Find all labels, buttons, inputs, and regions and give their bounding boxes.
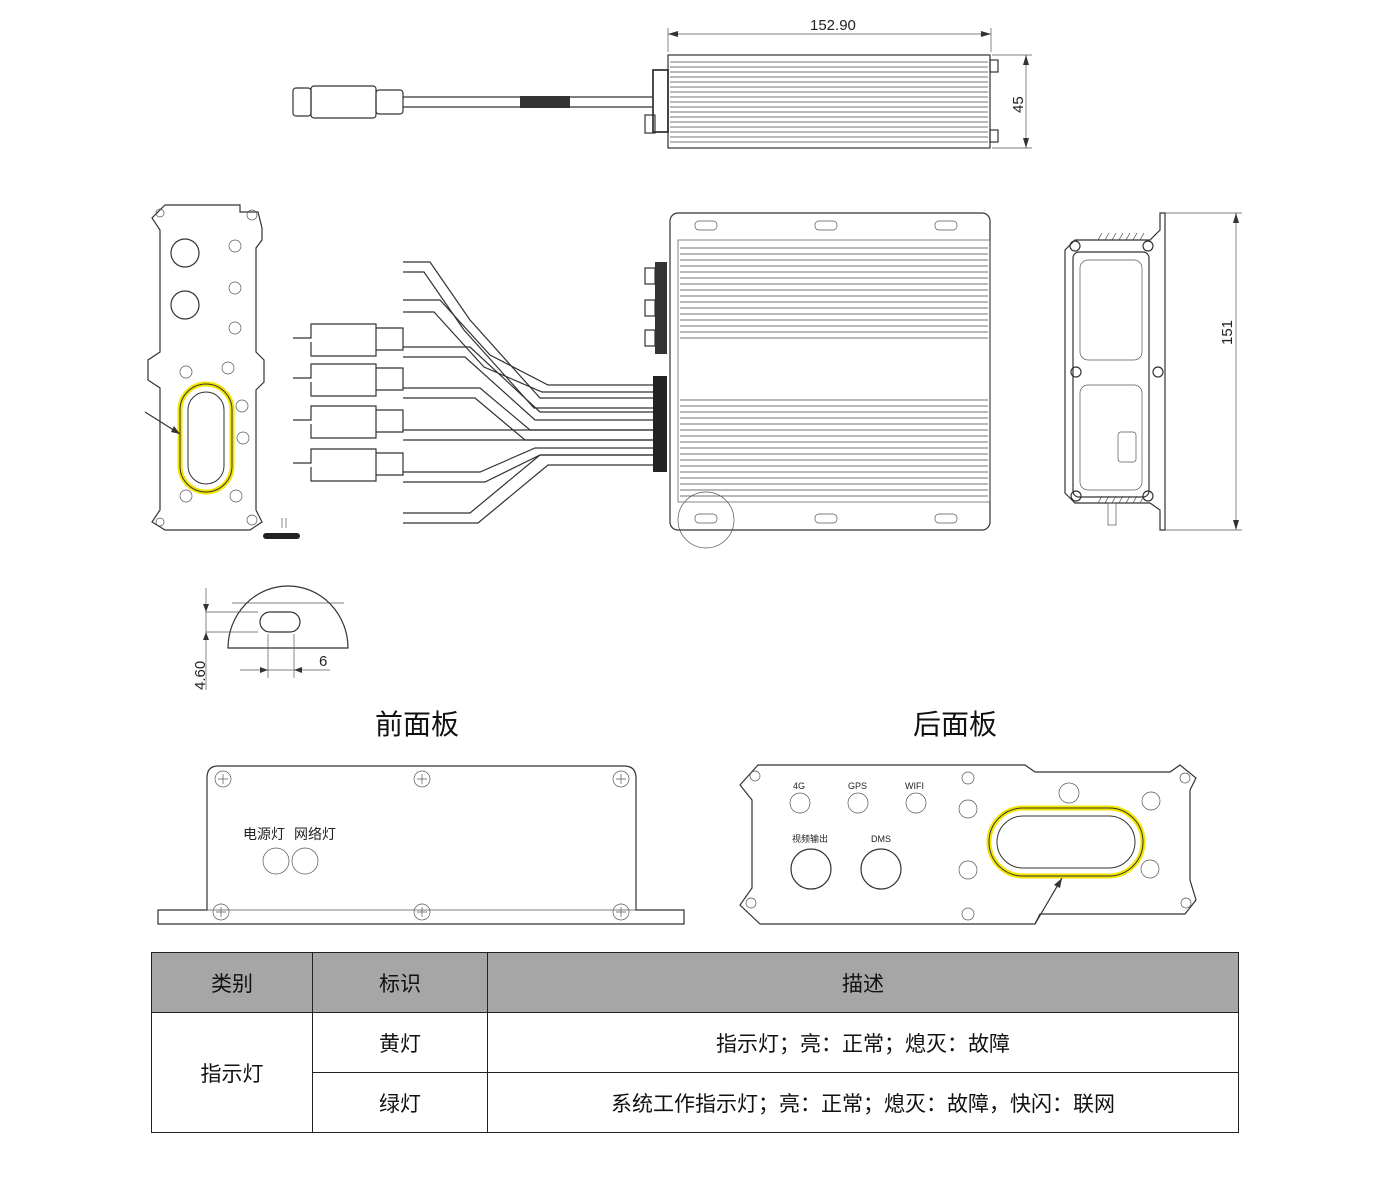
table-header-row: 类别 标识 描述 <box>151 952 1239 1013</box>
technical-drawing: 152.90 45 <box>144 17 1242 925</box>
indicator-table: 类别 标识 描述 指示灯 黄灯 指示灯；亮：正常；熄灭：故障 绿灯 系统工作指示… <box>151 952 1239 1133</box>
network-light-label: 网络灯 <box>294 827 336 843</box>
right-end-view: 151 <box>1064 212 1242 531</box>
header-description: 描述 <box>487 952 1239 1013</box>
length-dimension: 152.90 <box>810 17 856 34</box>
rear-panel: 4G GPS WIFI 视频输出 DMS <box>739 764 1197 925</box>
left-end-view <box>144 204 300 539</box>
label-cell: 绿灯 <box>312 1072 488 1133</box>
description-cell: 系统工作指示灯；亮：正常；熄灭：故障，快闪：联网 <box>487 1072 1239 1133</box>
port-wifi-label: WIFI <box>905 781 924 791</box>
slot-height-dimension: 4.60 <box>192 661 209 690</box>
plan-view <box>293 212 991 549</box>
port-video-out-label: 视频输出 <box>792 833 828 844</box>
table-row: 指示灯 黄灯 指示灯；亮：正常；熄灭：故障 <box>151 1012 1239 1133</box>
power-light-label: 电源灯 <box>243 827 285 843</box>
front-panel: 电源灯 网络灯 <box>157 765 685 925</box>
height-dimension: 45 <box>1010 96 1027 113</box>
header-category: 类别 <box>151 952 313 1013</box>
port-4g-label: 4G <box>793 781 805 791</box>
table-row: 绿灯 系统工作指示灯；亮：正常；熄灭：故障，快闪：联网 <box>152 1072 1239 1133</box>
slot-detail-view: 4.60 6 <box>192 585 349 690</box>
category-cell: 指示灯 <box>151 1012 313 1133</box>
label-cell: 黄灯 <box>312 1012 488 1073</box>
header-label: 标识 <box>312 952 488 1013</box>
port-gps-label: GPS <box>848 781 867 791</box>
description-cell: 指示灯；亮：正常；熄灭：故障 <box>487 1012 1239 1073</box>
slot-width-dimension: 6 <box>319 653 327 670</box>
top-side-view: 152.90 45 <box>292 17 1032 149</box>
width-dimension: 151 <box>1219 320 1236 345</box>
port-dms-label: DMS <box>871 834 891 844</box>
front-panel-caption: 前面板 <box>375 708 459 741</box>
rear-panel-caption: 后面板 <box>913 708 997 741</box>
